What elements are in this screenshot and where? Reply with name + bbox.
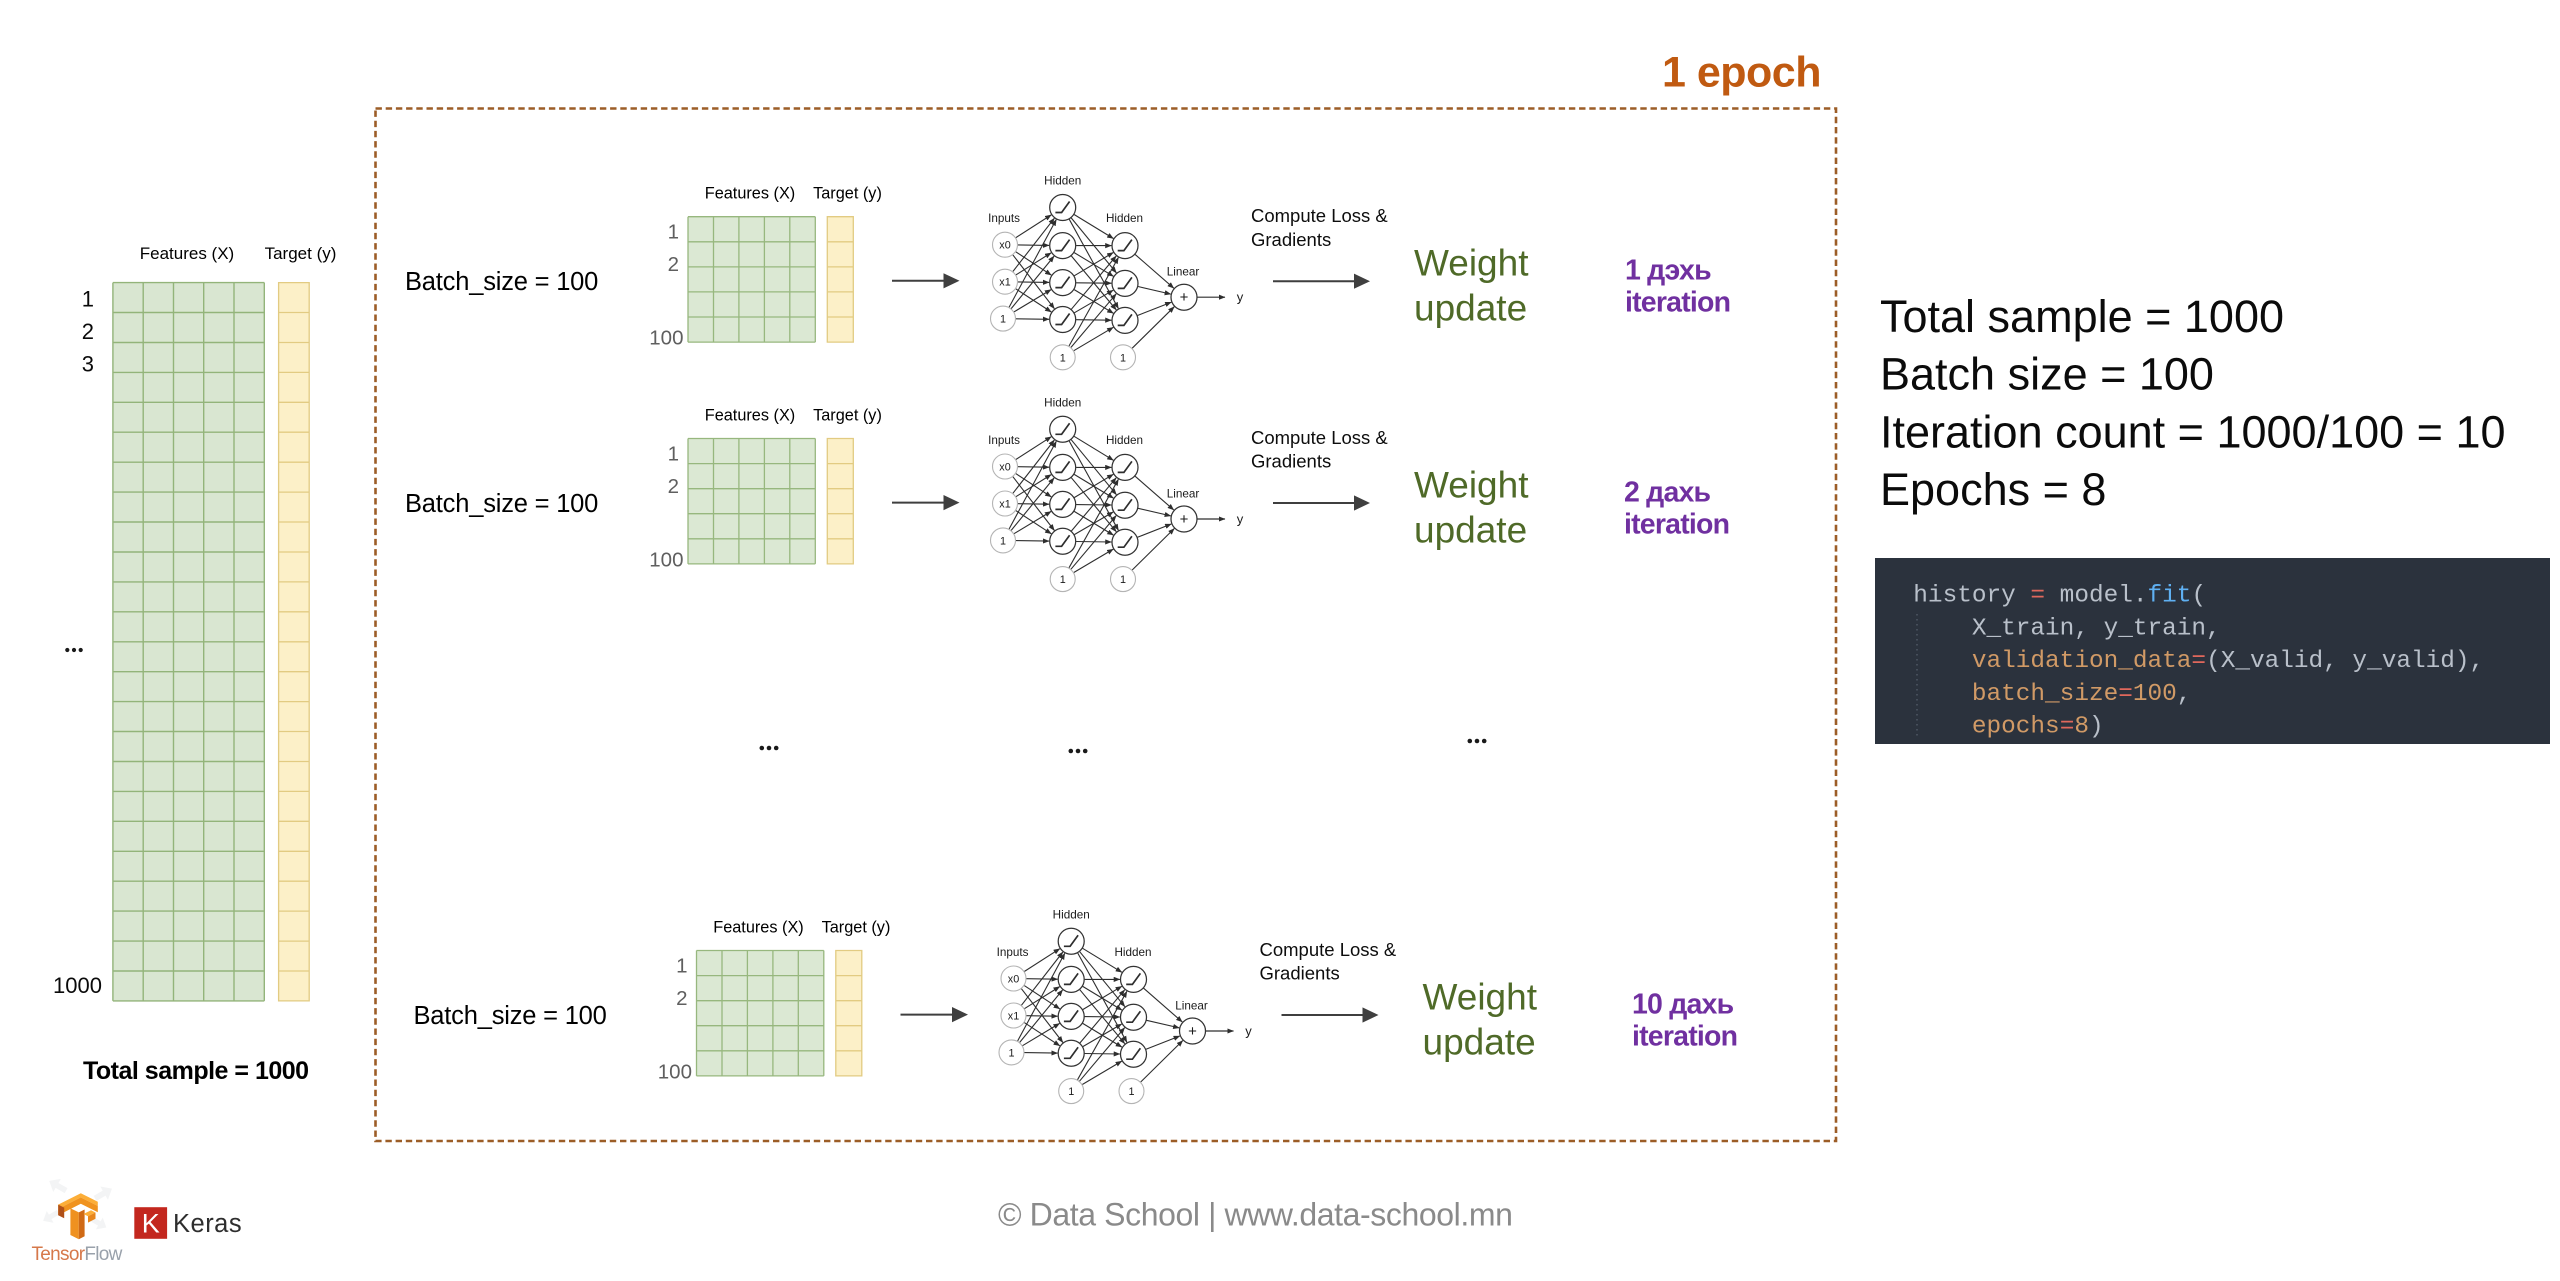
svg-text:2 дахь: 2 дахь <box>1624 476 1711 508</box>
svg-text:epochs=8): epochs=8) <box>1913 714 2103 741</box>
svg-text:3: 3 <box>82 352 94 377</box>
svg-text:Target (y): Target (y) <box>265 244 337 263</box>
svg-text:K: K <box>142 1209 160 1239</box>
svg-text:Iteration count = 1000/100 = 1: Iteration count = 1000/100 = 10 <box>1880 406 2506 457</box>
svg-text:iteration: iteration <box>1625 287 1730 319</box>
svg-text:1: 1 <box>82 287 94 312</box>
svg-text:© Data School | www.data-schoo: © Data School | www.data-school.mn <box>998 1197 1513 1233</box>
svg-text:10 дахь: 10 дахь <box>1632 989 1734 1021</box>
svg-text:Batch size = 100: Batch size = 100 <box>1880 349 2214 400</box>
svg-text:Epochs = 8: Epochs = 8 <box>1880 464 2106 515</box>
svg-text:Total sample = 1000: Total sample = 1000 <box>83 1057 309 1085</box>
svg-text:1 epoch: 1 epoch <box>1662 49 1821 97</box>
svg-text:iteration: iteration <box>1632 1021 1737 1053</box>
svg-text:1 дэхь: 1 дэхь <box>1625 255 1711 287</box>
svg-text:Keras: Keras <box>173 1210 242 1238</box>
svg-text:history = model.fit(: history = model.fit( <box>1913 583 2206 610</box>
svg-text:iteration: iteration <box>1624 508 1729 540</box>
svg-text:2: 2 <box>82 319 94 344</box>
svg-text:TensorFlow: TensorFlow <box>32 1244 123 1265</box>
svg-text:Total sample = 1000: Total sample = 1000 <box>1880 291 2284 342</box>
svg-text:X_train, y_train,: X_train, y_train, <box>1913 615 2220 642</box>
svg-text:Features (X): Features (X) <box>140 244 234 263</box>
svg-text:validation_data=(X_valid, y_va: validation_data=(X_valid, y_valid), <box>1913 648 2484 675</box>
svg-text:1000: 1000 <box>53 973 102 998</box>
svg-text:batch_size=100,: batch_size=100, <box>1913 681 2191 708</box>
